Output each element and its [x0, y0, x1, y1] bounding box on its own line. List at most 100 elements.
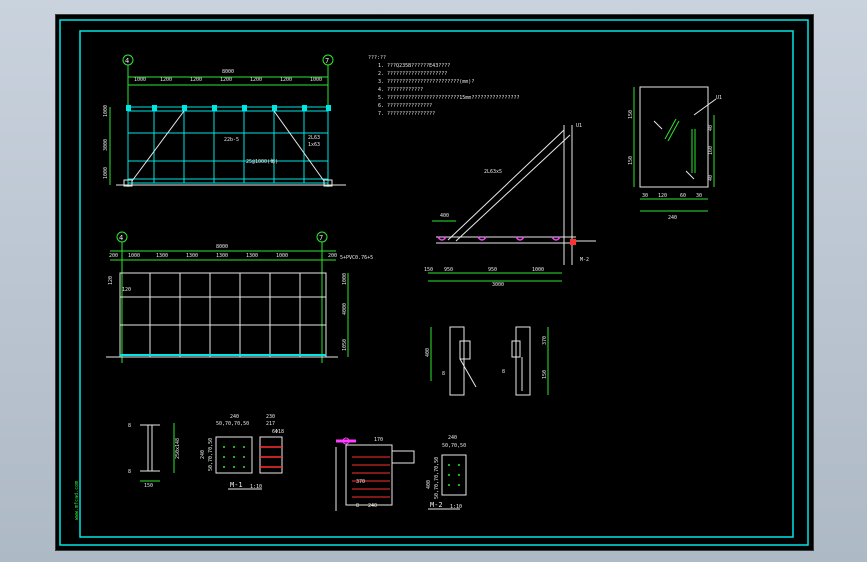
note-line-6: 6. ???????????????	[378, 103, 432, 109]
plan-left-dim-1: 120	[108, 276, 114, 285]
i-height: 250x148	[175, 438, 181, 459]
grid-label-7: 7	[325, 57, 329, 65]
i-dim-bottom: 8	[128, 469, 131, 475]
plan-dim-4: 1300	[186, 253, 198, 259]
elev-dim-1: 1000	[134, 77, 146, 83]
m2-dim-top-split: 50,70,50	[442, 443, 466, 449]
plate-u1: U1 150 150 40 160 40 30 120 60 30 240	[628, 86, 722, 221]
brace-dim-1: 150	[424, 267, 433, 273]
plate-tag: U1	[716, 95, 722, 101]
i-dim-top: 8	[128, 423, 131, 429]
elevation-view: 4 7 1000 1200 1200 1200 1200 1200 1000 8…	[103, 54, 346, 187]
elev-tag-a: 22b-5	[224, 137, 239, 143]
node-right-weld: 8	[502, 369, 505, 375]
i-base: 150	[144, 483, 153, 489]
plan-dim-2: 1000	[128, 253, 140, 259]
plate-left-dim-1: 150	[628, 110, 634, 119]
general-notes: ???:?? 1. ???Q235B??????E43???? 2. ?????…	[368, 55, 519, 117]
drawing-canvas: www.mfcad.com 4 7 1000 1200 1200 1200 12…	[59, 19, 809, 546]
brace-tag-u1: U1	[576, 123, 582, 129]
m2-side-dim-split: 50,70,70,70,50	[434, 457, 440, 499]
notes-title: ???:??	[368, 55, 386, 61]
plan-spec: 5+PVC0.76+5	[340, 255, 373, 261]
plan-dim-1: 200	[109, 253, 118, 259]
brace-dim-3: 950	[488, 267, 497, 273]
plan-grid-label-7: 7	[319, 234, 323, 242]
brace-dim-400: 400	[440, 213, 449, 219]
plan-side-dim-3: 1050	[342, 339, 348, 351]
cad-drawing-viewport[interactable]: www.mfcad.com 4 7 1000 1200 1200 1200 12…	[55, 14, 814, 551]
brace-dim-2: 950	[444, 267, 453, 273]
node-detail-right: 370 150 8	[502, 326, 549, 396]
elev-dim-4: 1200	[220, 77, 232, 83]
plan-dim-8: 200	[328, 253, 337, 259]
node-right-dim-1: 370	[542, 336, 548, 345]
m1-tag: 6Φ18	[272, 429, 284, 435]
m2-detail-dim-2: 240	[368, 503, 377, 509]
elev-total-dim: 8000	[222, 69, 234, 75]
plan-dim-5: 1300	[216, 253, 228, 259]
elev-dim-6: 1200	[280, 77, 292, 83]
plate-right-dim-3: 40	[708, 175, 714, 181]
plan-dim-6: 1300	[246, 253, 258, 259]
m1-dim-top-split: 50,70,70,50	[216, 421, 249, 427]
m1-side-dim: 240	[200, 450, 206, 459]
plate-right-dim-1: 40	[708, 125, 714, 131]
elev-dim-7: 1000	[310, 77, 322, 83]
node-right-dim-2: 150	[542, 370, 548, 379]
i-section: 8 8 250x148 150	[128, 423, 181, 489]
plate-left-dim-2: 150	[628, 156, 634, 165]
elev-side-dim-1: 1000	[103, 105, 109, 117]
note-line-1: 1. ???Q235B??????E43????	[378, 63, 450, 69]
plan-left-dim-2: 120	[122, 287, 131, 293]
plan-dim-3: 1300	[156, 253, 168, 259]
m2-detail-dim-3: 370	[356, 479, 365, 485]
node-left-weld: 8	[442, 371, 445, 377]
plate-bottom-dim-2: 120	[658, 193, 667, 199]
plan-side-dim-1: 1000	[342, 273, 348, 285]
elev-tag-b: 2L63	[308, 135, 320, 141]
m2-dim-top: 240	[448, 435, 457, 441]
node-left-dim: 400	[425, 348, 431, 357]
elev-side-dim-3: 1000	[103, 167, 109, 179]
m2-title: M-2	[430, 501, 443, 509]
m1-scale: 1:10	[250, 484, 262, 490]
plan-total-dim: 8000	[216, 244, 228, 250]
note-line-2: 2. ????????????????????	[378, 71, 447, 77]
note-line-5: 5. ????????????????????????15mm?????????…	[378, 95, 519, 101]
margin-text: www.mfcad.com	[74, 481, 80, 520]
grid-label-4: 4	[125, 57, 129, 65]
elev-side-dim-2: 3000	[103, 139, 109, 151]
inner-frame	[79, 30, 794, 538]
m2-detail-weld: 8	[356, 503, 359, 509]
plan-side-dim-2: 4000	[342, 303, 348, 315]
elev-dim-3: 1200	[190, 77, 202, 83]
plan-grid-label-4: 4	[119, 234, 123, 242]
plate-bottom-dim-1: 30	[642, 193, 648, 199]
note-line-3: 3. ????????????????????????(mm)?	[378, 79, 474, 85]
note-line-4: 4. ????????????	[378, 87, 423, 93]
elev-tag-b2: 1x63	[308, 142, 320, 148]
brace-tag-m2: M-2	[580, 257, 589, 263]
note-line-7: 7. ????????????????	[378, 111, 435, 117]
elev-dim-2: 1200	[160, 77, 172, 83]
brace-detail: U1 M-2 400 2L63x5 150 950 950 1000 3000	[424, 123, 596, 288]
m1-dim-top2: 230	[266, 414, 275, 420]
brace-total: 3000	[492, 282, 504, 288]
outer-frame	[59, 19, 809, 546]
plan-dim-7: 1000	[276, 253, 288, 259]
m2-side-dim: 400	[426, 480, 432, 489]
elev-dim-5: 1200	[250, 77, 262, 83]
m1-side-dim-split: 50,70,70,50	[208, 438, 214, 471]
plate-bottom-dim-4: 30	[696, 193, 702, 199]
m2-detail-dim-1: 170	[374, 437, 383, 443]
m1-dim-top2-b: 217	[266, 421, 275, 427]
m2-scale: 1:10	[450, 504, 462, 510]
plate-bottom-total: 240	[668, 215, 677, 221]
plan-view: 4 7 8000 200 1000 1300 1300 1300 1300 10…	[106, 231, 373, 363]
plate-bottom-dim-3: 60	[680, 193, 686, 199]
m1-title: M-1	[230, 481, 243, 489]
elev-tag-c: 25@1000(每)	[246, 158, 278, 165]
plate-m2: 240 50,70,50 400 50,70,70,70,50 M-2 1:10	[426, 435, 467, 510]
m1-dim-top: 240	[230, 414, 239, 420]
